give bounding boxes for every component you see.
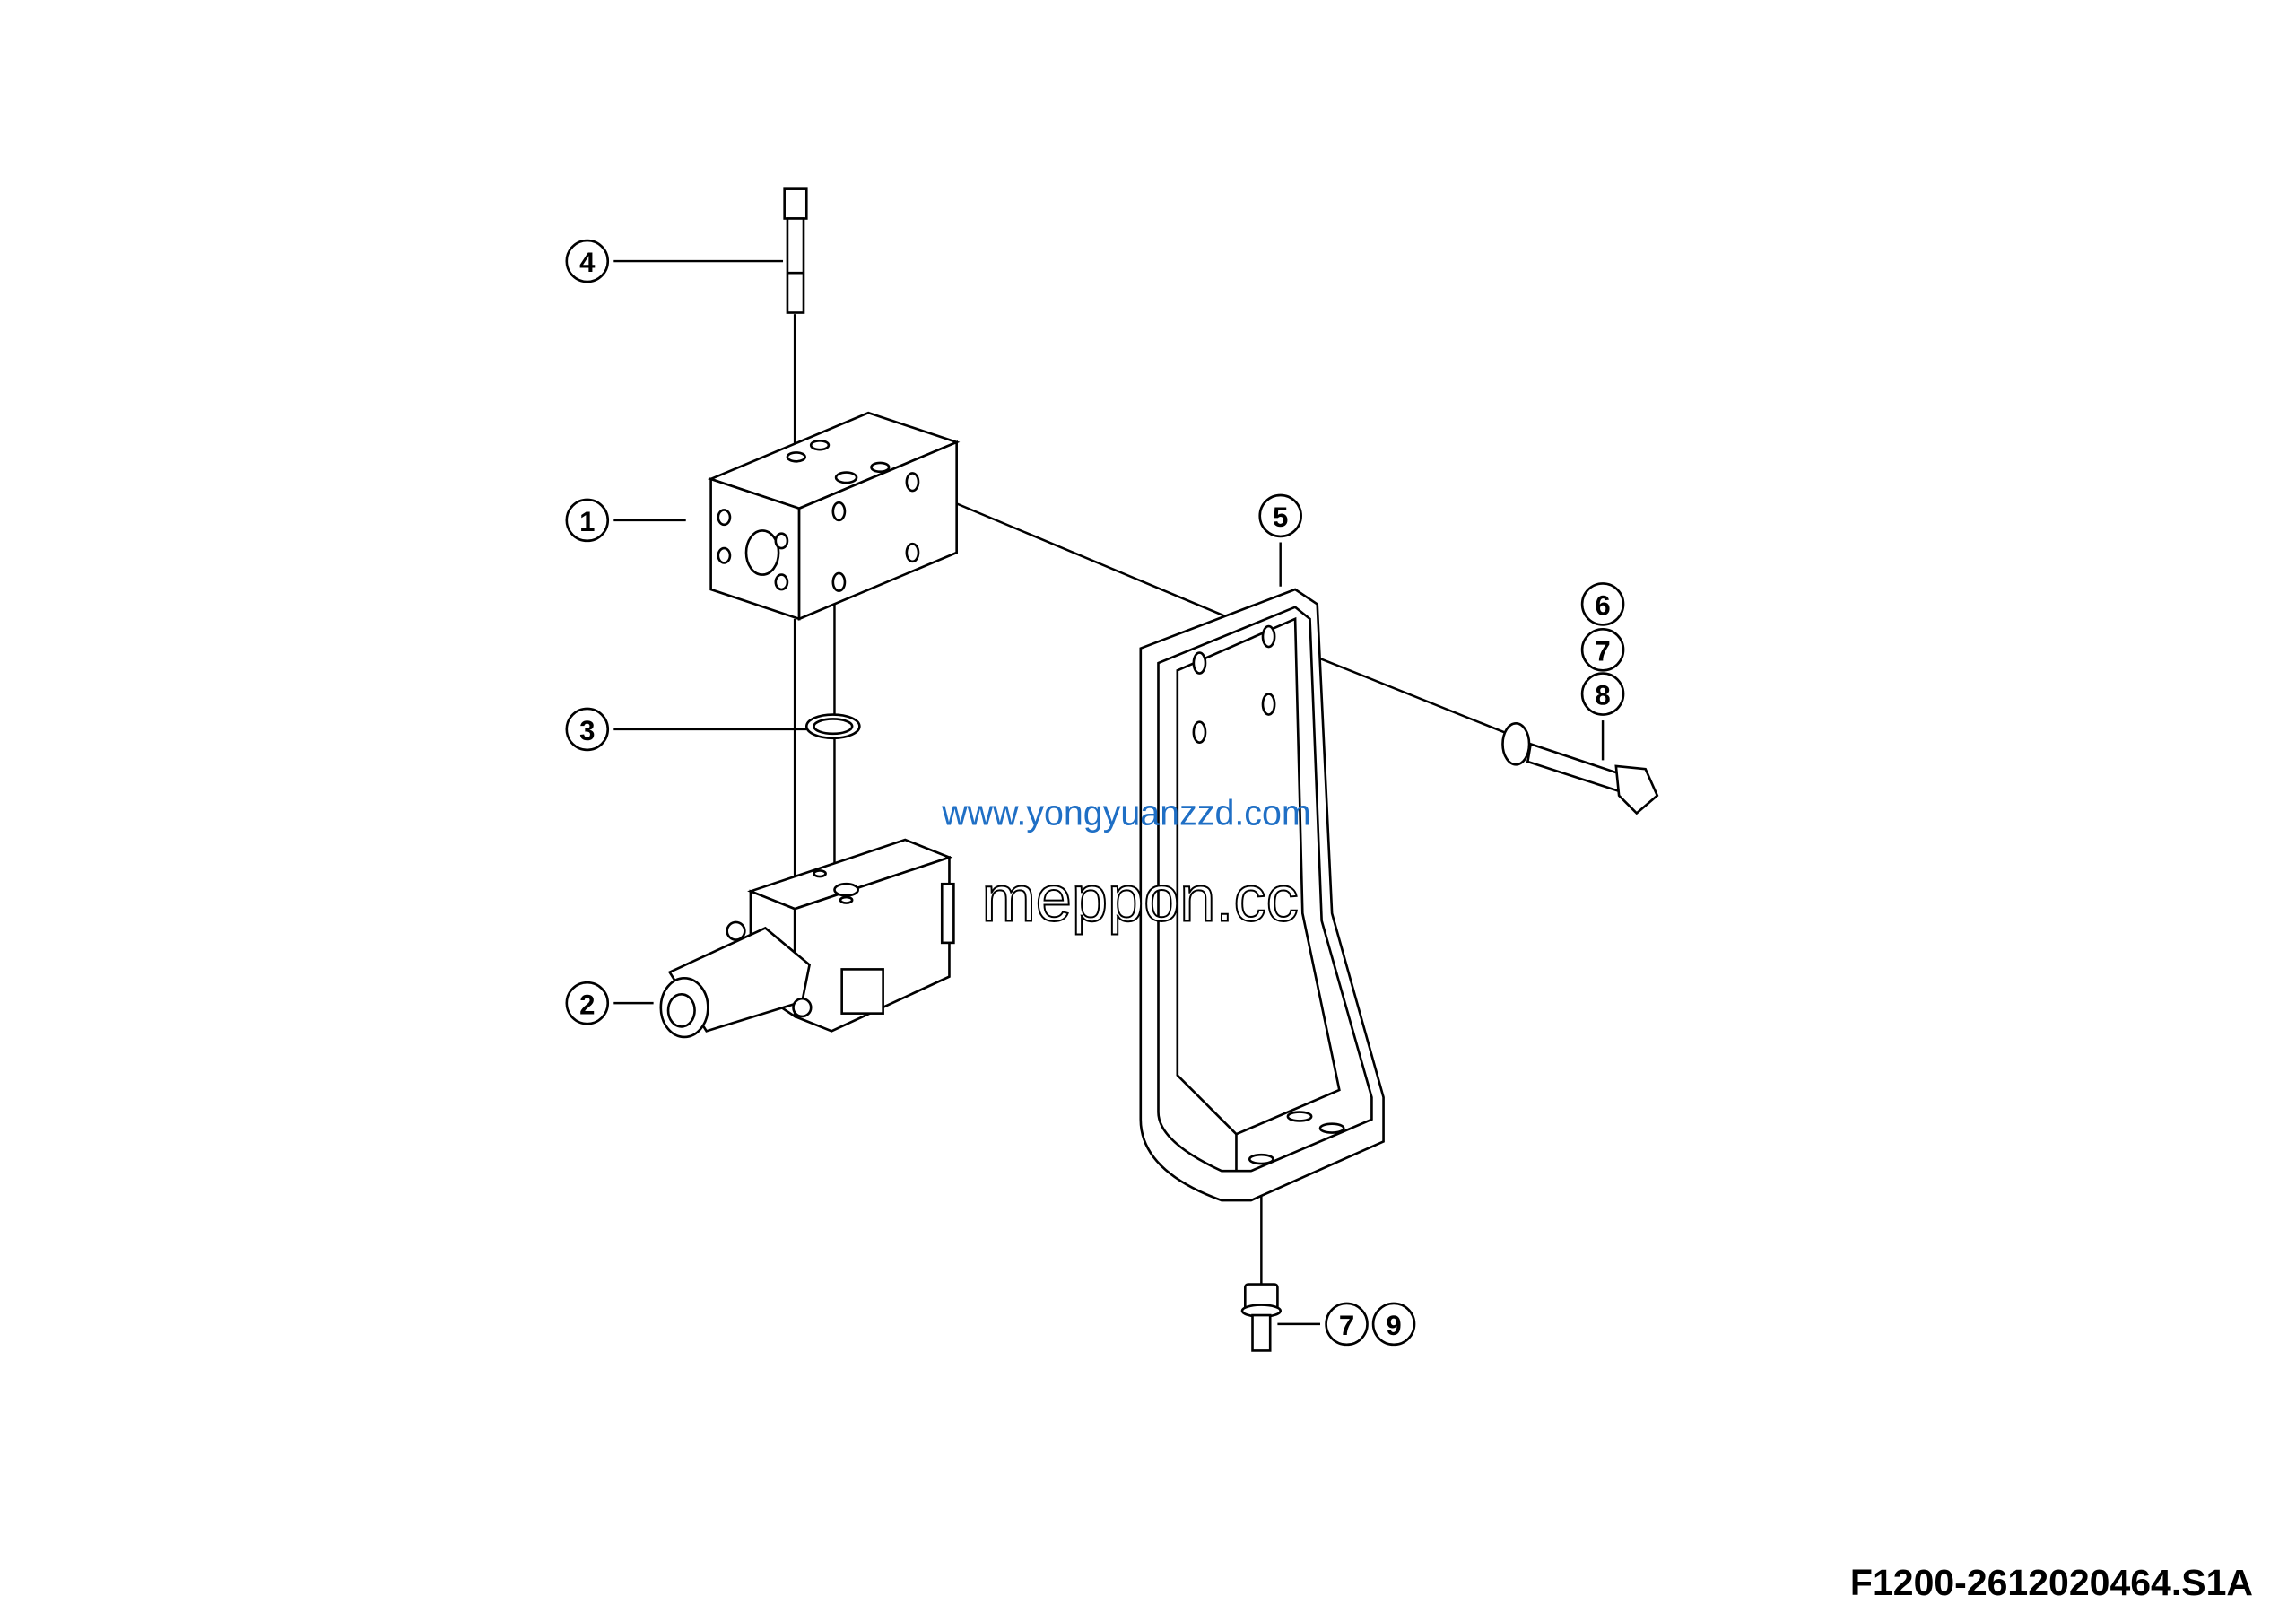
callout-8: 8 [1580, 672, 1625, 716]
svg-text:7: 7 [1595, 635, 1610, 667]
callout-7-lower: 7 [1325, 1302, 1369, 1347]
callout-4: 4 [565, 239, 610, 283]
leader-lines [613, 259, 1605, 1326]
socket-head-screw [783, 187, 808, 314]
manifold-block [707, 411, 961, 621]
callout-2: 2 [565, 981, 610, 1025]
o-ring [804, 713, 861, 740]
callout-5: 5 [1258, 493, 1302, 538]
watermark-url: www.yongyuanzzd.com [941, 794, 1310, 833]
solenoid-valve [659, 838, 955, 1039]
callout-6: 6 [1580, 582, 1625, 626]
svg-text:8: 8 [1595, 680, 1610, 711]
mounting-bracket [1139, 588, 1385, 1202]
svg-text:3: 3 [579, 715, 595, 746]
watermark-outline: meppon.cc [982, 863, 1299, 935]
drawing-code: F1200-2612020464.S1A [1849, 1562, 2253, 1603]
callout-3: 3 [565, 707, 610, 752]
callout-1: 1 [565, 498, 610, 543]
hex-bolt-with-washer [1501, 722, 1659, 815]
svg-text:6: 6 [1595, 590, 1610, 622]
svg-text:4: 4 [579, 247, 596, 278]
svg-text:5: 5 [1273, 501, 1288, 533]
callout-7: 7 [1580, 628, 1625, 672]
callout-9: 9 [1371, 1302, 1416, 1347]
svg-text:1: 1 [579, 506, 595, 537]
svg-text:7: 7 [1339, 1310, 1354, 1341]
svg-text:2: 2 [579, 989, 595, 1020]
svg-text:9: 9 [1386, 1310, 1401, 1341]
flange-bolt [1240, 1283, 1283, 1352]
